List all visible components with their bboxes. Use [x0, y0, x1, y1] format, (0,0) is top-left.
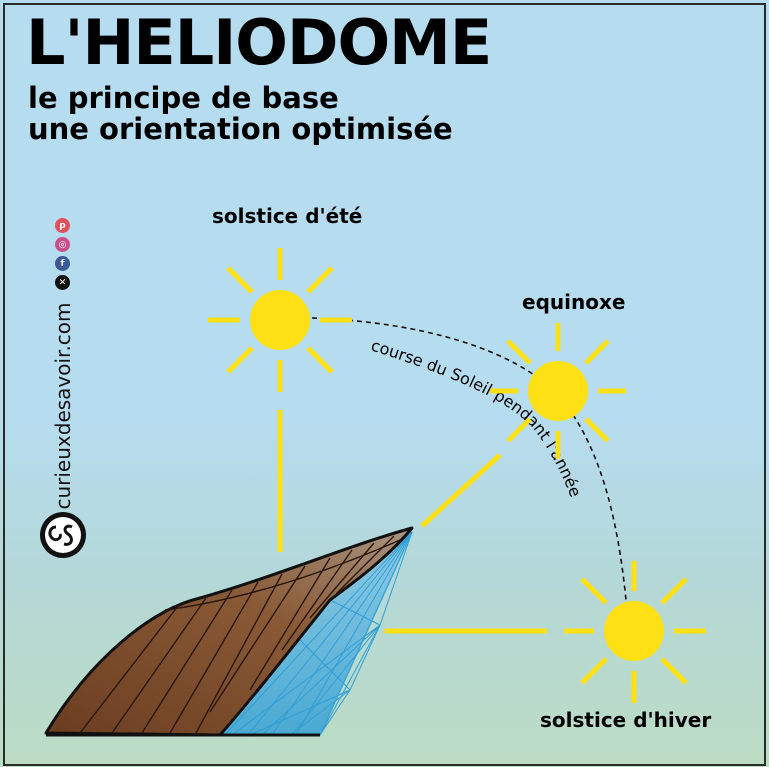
page-title: L'HELIODOME — [26, 6, 492, 79]
logo-icon — [40, 512, 86, 558]
subtitle-line-1: le principe de base — [28, 81, 339, 115]
sun-path-curve — [311, 317, 627, 601]
facebook-icon[interactable]: f — [55, 256, 70, 271]
subtitle-line-2: une orientation optimisée — [28, 112, 453, 146]
roof-ribs — [79, 535, 401, 734]
sun-summer-icon — [208, 248, 352, 392]
winter-solstice-label: solstice d'hiver — [540, 708, 712, 732]
glass-facets — [224, 531, 413, 736]
summer-solstice-label: solstice d'été — [212, 204, 363, 228]
instagram-icon[interactable]: ◎ — [55, 237, 70, 252]
equinox-ray — [420, 453, 502, 528]
sun-ray-lines — [277, 410, 547, 634]
x-icon[interactable]: ✕ — [55, 275, 70, 290]
sun-equinox-icon — [490, 323, 626, 459]
pinterest-icon[interactable]: p — [55, 218, 70, 233]
sun-winter-icon — [564, 561, 706, 703]
equinox-label: equinoxe — [522, 290, 626, 314]
heliodome-building-icon — [44, 526, 414, 737]
branding-sidebar: p ◎ f ✕ curieuxdesavoir.com — [36, 218, 90, 563]
site-name[interactable]: curieuxdesavoir.com — [51, 302, 75, 510]
